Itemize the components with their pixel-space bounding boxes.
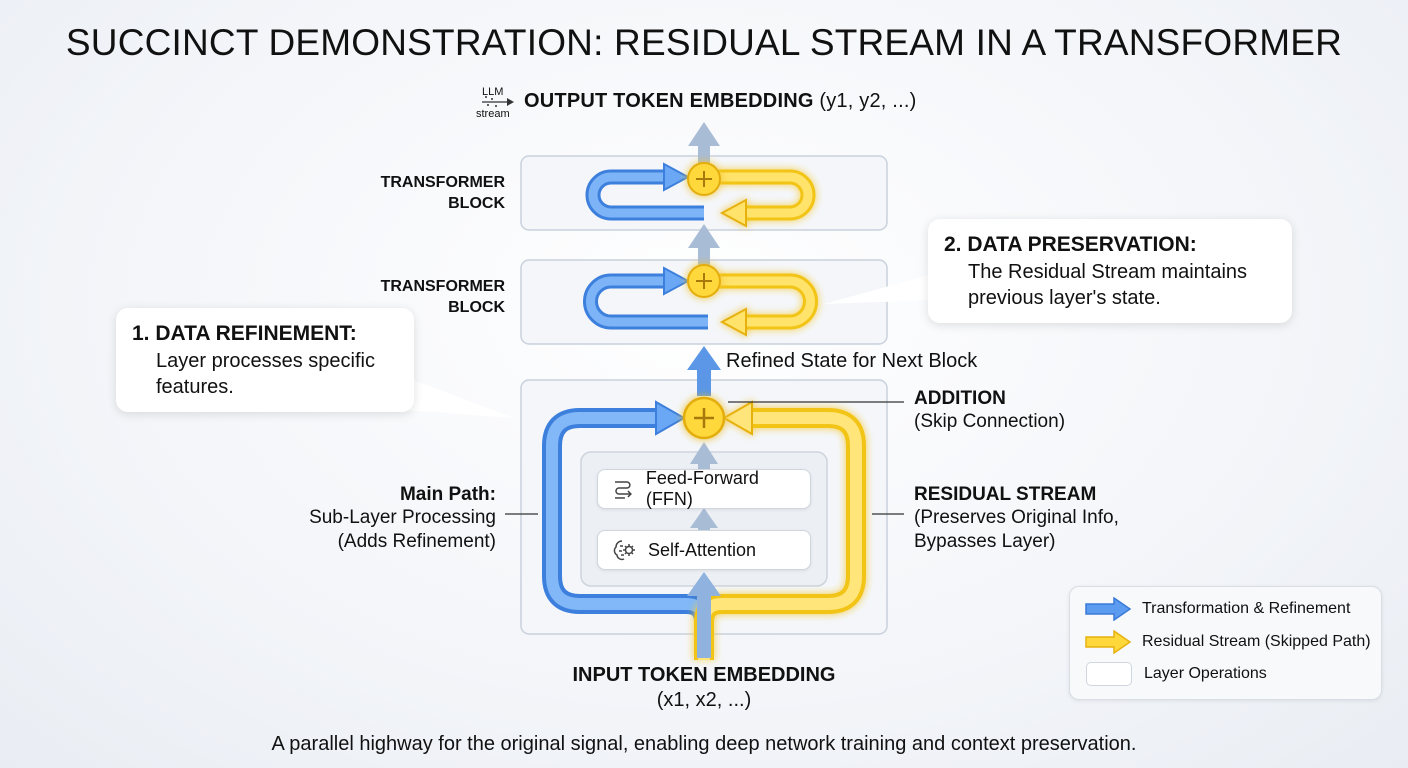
callout-refinement-pointer [400,375,514,418]
top-block-loop [585,162,816,228]
middle-block-loop [583,264,818,337]
main-path-line1: Sub-Layer Processing [309,507,496,528]
llm-stream-arrow-icon [482,96,514,107]
callout-data-preservation: 2. DATA PRESERVATION: The Residual Strea… [928,219,1292,323]
input-sub: (x1, x2, ...) [656,689,752,711]
white-box-icon [1086,662,1132,686]
legend-item-layer-ops: Layer Operations [1084,662,1267,686]
legend-label-residual: Residual Stream (Skipped Path) [1142,633,1371,650]
ffn-card: Feed-Forward (FFN) [597,468,811,509]
block-label-top-line1: TRANSFORMER [380,174,505,191]
legend: Transformation & Refinement Residual Str… [1069,586,1382,700]
addition-annotation: ADDITION (Skip Connection) [914,388,1065,434]
callout-refinement-line1: Layer processes specific [156,350,375,372]
callout-refinement-body: Layer processes specific features. [132,348,375,400]
callout-data-refinement: 1. DATA REFINEMENT: Layer processes spec… [116,308,414,412]
addition-sub: (Skip Connection) [914,411,1066,432]
callout-preservation-line1: The Residual Stream maintains [968,261,1248,283]
brain-gear-icon [613,540,635,561]
leader-lines [505,401,904,515]
input-label: INPUT TOKEN EMBEDDING [572,664,836,686]
yellow-arrow-icon [1085,630,1132,654]
callout-preservation-body: The Residual Stream maintains previous l… [944,259,1247,311]
residual-stream-title: RESIDUAL STREAM [914,484,1097,505]
main-path-line2: (Adds Refinement) [337,531,496,552]
output-label-bold: OUTPUT TOKEN EMBEDDING [524,90,814,112]
output-token-embedding: OUTPUT TOKEN EMBEDDING (y1, y2, ...) [524,90,916,113]
input-stem-arrow [687,572,721,658]
llm-stream-icon-top: LLM [482,86,504,98]
callout-refinement-line2: features. [156,376,234,398]
legend-label-layer-ops: Layer Operations [1144,665,1267,682]
self-attention-label: Self-Attention [648,539,757,560]
input-token-embedding: INPUT TOKEN EMBEDDING (x1, x2, ...) [504,664,904,712]
legend-item-residual: Residual Stream (Skipped Path) [1084,630,1371,654]
block-label-middle-line1: TRANSFORMER [380,278,505,295]
main-path-annotation: Main Path: Sub-Layer Processing (Adds Re… [260,484,496,554]
block-label-middle: TRANSFORMER BLOCK [345,276,505,318]
callout-preservation-pointer [824,272,940,304]
ffn-icon [614,481,632,499]
block-label-top: TRANSFORMER BLOCK [345,172,505,214]
addition-title: ADDITION [914,388,1006,409]
block-label-middle-line2: BLOCK [448,299,505,316]
callout-preservation-line2: previous layer's state. [968,287,1161,309]
ffn-label: Feed-Forward (FFN) [645,468,759,509]
blue-arrow-icon [1085,597,1132,621]
output-label-plain: (y1, y2, ...) [819,90,917,112]
footer-caption: A parallel highway for the original sign… [271,733,1137,755]
callout-refinement-head: 1. DATA REFINEMENT: [132,322,357,345]
residual-stream-line2: Bypasses Layer) [914,531,1056,552]
refined-state-arrow [687,346,721,396]
addition-node [682,396,726,440]
page-title: SUCCINCT DEMONSTRATION: RESIDUAL STREAM … [65,22,1343,63]
legend-item-transformation: Transformation & Refinement [1084,597,1350,621]
block-label-top-line2: BLOCK [448,195,505,212]
residual-stream-line1: (Preserves Original Info, [914,507,1119,528]
self-attention-card: Self-Attention [597,530,811,570]
llm-stream-icon-bottom: stream [476,108,510,120]
refined-state-label: Refined State for Next Block [726,350,978,372]
residual-stream-annotation: RESIDUAL STREAM (Preserves Original Info… [914,484,1119,554]
callout-preservation-head: 2. DATA PRESERVATION: [944,233,1197,256]
legend-label-transformation: Transformation & Refinement [1142,600,1351,617]
main-path-title: Main Path: [399,484,496,505]
